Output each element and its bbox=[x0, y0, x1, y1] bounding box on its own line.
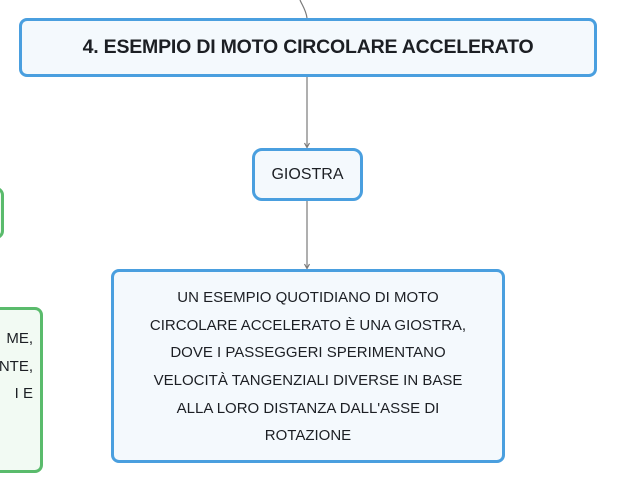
partial-text-line: NTE, bbox=[0, 357, 33, 375]
arrow-head-description bbox=[303, 263, 311, 270]
description-node[interactable]: UN ESEMPIO QUOTIDIANO DI MOTO CIRCOLARE … bbox=[111, 269, 505, 463]
arrow-head-giostra bbox=[303, 142, 311, 149]
partial-side-node-text: ME, NTE, I E bbox=[0, 325, 33, 408]
connector-from-parent bbox=[299, 0, 308, 19]
giostra-node[interactable]: GIOSTRA bbox=[252, 148, 363, 201]
title-node[interactable]: 4. ESEMPIO DI MOTO CIRCOLARE ACCELERATO bbox=[19, 18, 597, 77]
giostra-node-text: GIOSTRA bbox=[271, 165, 344, 183]
description-line: VELOCITÀ TANGENZIALI DIVERSE IN BASE bbox=[153, 372, 463, 389]
description-line: ALLA LORO DISTANZA DALL'ASSE DI bbox=[176, 399, 440, 417]
description-line: CIRCOLARE ACCELERATO È UNA GIOSTRA, bbox=[149, 316, 467, 334]
description-line: ROTAZIONE bbox=[264, 427, 352, 445]
partial-text-line: I E bbox=[14, 385, 33, 403]
title-node-text: 4. ESEMPIO DI MOTO CIRCOLARE ACCELERATO bbox=[82, 36, 534, 58]
partial-side-node-bottom[interactable]: ME, NTE, I E bbox=[0, 307, 43, 473]
description-line: UN ESEMPIO QUOTIDIANO DI MOTO bbox=[177, 289, 439, 307]
description-node-text: UN ESEMPIO QUOTIDIANO DI MOTO CIRCOLARE … bbox=[150, 284, 466, 450]
description-line: DOVE I PASSEGGERI SPERIMENTANO bbox=[170, 344, 446, 362]
partial-side-node-top[interactable] bbox=[0, 187, 4, 239]
partial-text-line: ME, bbox=[6, 330, 33, 347]
